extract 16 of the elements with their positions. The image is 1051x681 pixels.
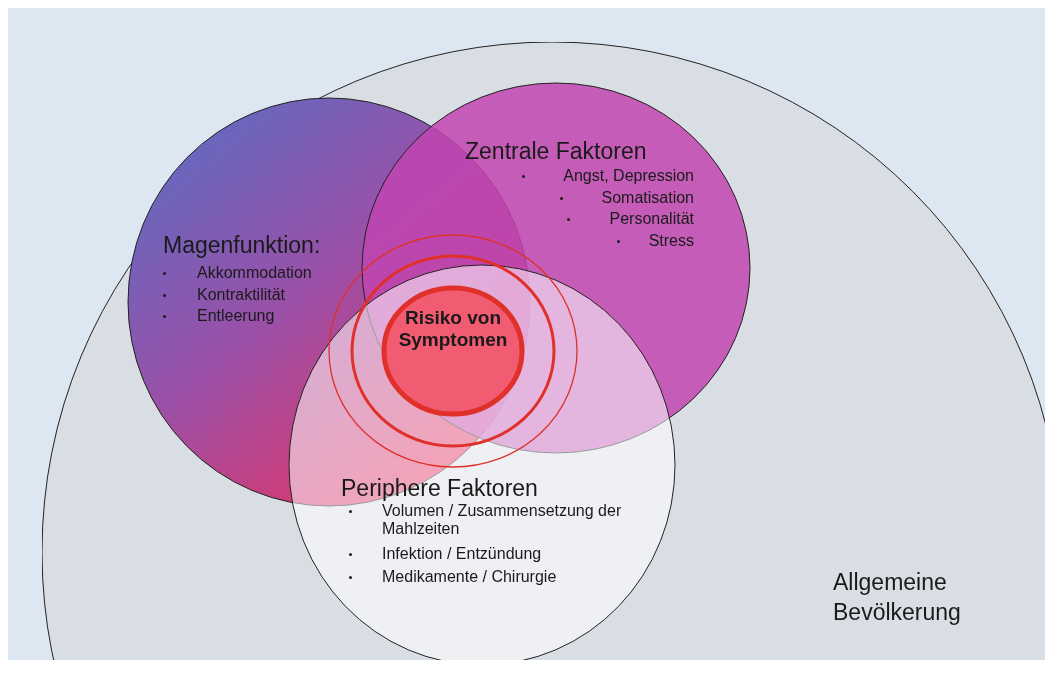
center-label: Risiko von Symptomen bbox=[397, 307, 509, 351]
bullet-item: Somatisation bbox=[560, 189, 694, 208]
region-label: Allgemeine Bevölkerung bbox=[833, 568, 962, 627]
circle-heading: Zentrale Faktoren bbox=[465, 138, 648, 165]
bullet-item: Volumen / Zusammensetzung der Mahlzeiten bbox=[349, 502, 659, 539]
circle-heading: Periphere Faktoren bbox=[341, 475, 539, 502]
bullet-item: Kontraktilität bbox=[163, 286, 333, 305]
circle-heading: Magenfunktion: bbox=[163, 232, 322, 259]
bullet-item: Infektion / Entzündung bbox=[349, 545, 599, 564]
bullet-item: Stress bbox=[617, 232, 694, 251]
symptom-risk-circle bbox=[384, 288, 522, 414]
bullet-item: Angst, Depression bbox=[522, 167, 694, 186]
bullet-item: Entleerung bbox=[163, 307, 333, 326]
bullet-item: Personalität bbox=[567, 210, 694, 229]
bullet-item: Akkommodation bbox=[163, 264, 333, 283]
bullet-item: Medikamente / Chirurgie bbox=[349, 568, 599, 587]
